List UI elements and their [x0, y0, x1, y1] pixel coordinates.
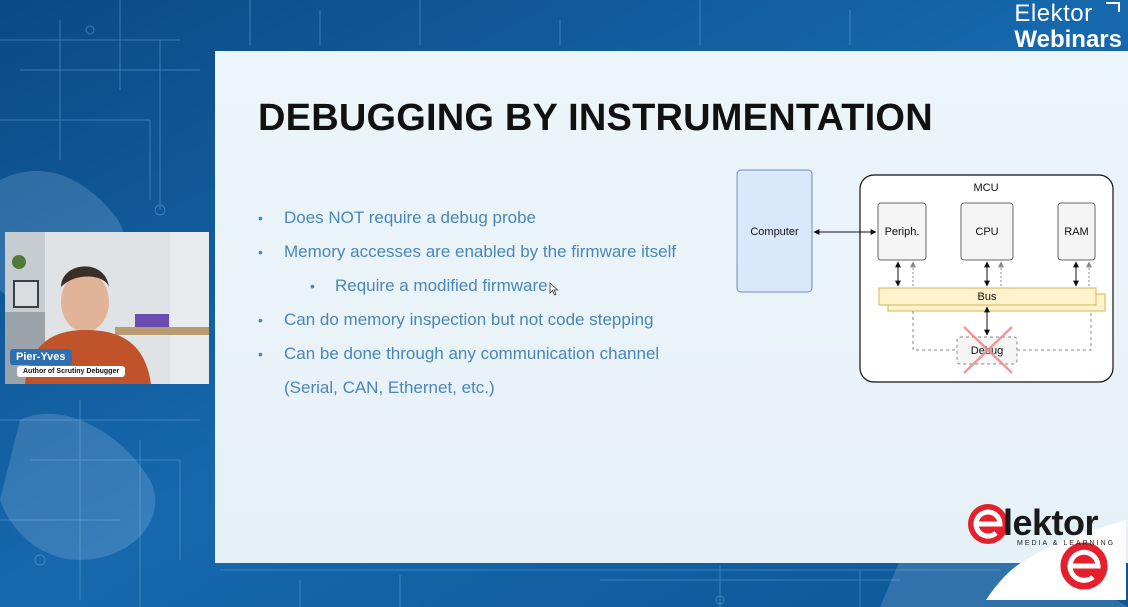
bullet-item: • Can do memory inspection but not code s… [255, 303, 676, 337]
bullet-text: Does NOT require a debug probe [284, 208, 537, 227]
cross-icon [963, 326, 1013, 374]
elektor-logo-word: lektor [1003, 502, 1099, 543]
ram-label: RAM [1064, 226, 1088, 238]
bullet-text: Can do memory inspection but not code st… [284, 310, 654, 329]
periph-box [877, 202, 927, 261]
computer-box [736, 169, 813, 293]
mcu-label: MCU [973, 182, 998, 194]
mouse-cursor-icon [549, 282, 559, 296]
bullet-item: • Memory accesses are enabled by the firm… [255, 235, 676, 269]
elektor-logo-icon [968, 504, 1126, 600]
bus-label: Bus [978, 291, 997, 303]
elektor-webinars-brand: Elektor Webinars [1014, 0, 1122, 52]
bullet-symbol: • [258, 312, 263, 328]
sub-bullet-item: • Require a modified firmware [255, 269, 676, 303]
bullet-item: • Can be done through any communication c… [255, 337, 676, 371]
bullet-text: Can be done through any communication ch… [284, 344, 660, 363]
brand-corner-mark [1106, 2, 1120, 12]
bullet-symbol: • [310, 278, 315, 294]
periph-label: Periph. [885, 226, 920, 238]
slide-title: DEBUGGING BY INSTRUMENTATION [258, 97, 933, 139]
bullet-symbol: • [258, 210, 263, 226]
mcu-diagram: Computer MCU Periph. CPU RAM Bus Debug [736, 169, 1114, 383]
debug-dashed-path [912, 311, 1092, 351]
bullet-list: • Does NOT require a debug probe • Memory … [255, 201, 676, 405]
brand-line-2: Webinars [1014, 26, 1122, 53]
bullet-item: • Does NOT require a debug probe [255, 201, 676, 235]
ram-box [1057, 202, 1096, 261]
cpu-label: CPU [975, 226, 998, 238]
computer-label: Computer [750, 226, 799, 238]
bus-box [878, 287, 1097, 306]
cpu-box [960, 202, 1014, 261]
presentation-slide: DEBUGGING BY INSTRUMENTATION • Does NOT r… [215, 51, 1128, 563]
presenter-webcam: Pier-Yves Author of Scrutiny Debugger [5, 232, 209, 384]
bullet-text: Memory accesses are enabled by the firmw… [284, 242, 677, 261]
bullet-continuation: (Serial, CAN, Ethernet, etc.) [255, 371, 676, 405]
bullet-text: Require a modified firmware [335, 276, 548, 295]
elektor-logo-tagline: MEDIA & LEARNING [1017, 540, 1116, 547]
bullet-symbol: • [258, 244, 263, 260]
bullet-symbol: • [258, 346, 263, 362]
brand-line-1: Elektor [1014, 0, 1093, 27]
presenter-name-tag: Pier-Yves [10, 349, 72, 365]
bullet-text: (Serial, CAN, Ethernet, etc.) [284, 378, 495, 397]
presenter-role-tag: Author of Scrutiny Debugger [17, 366, 126, 377]
